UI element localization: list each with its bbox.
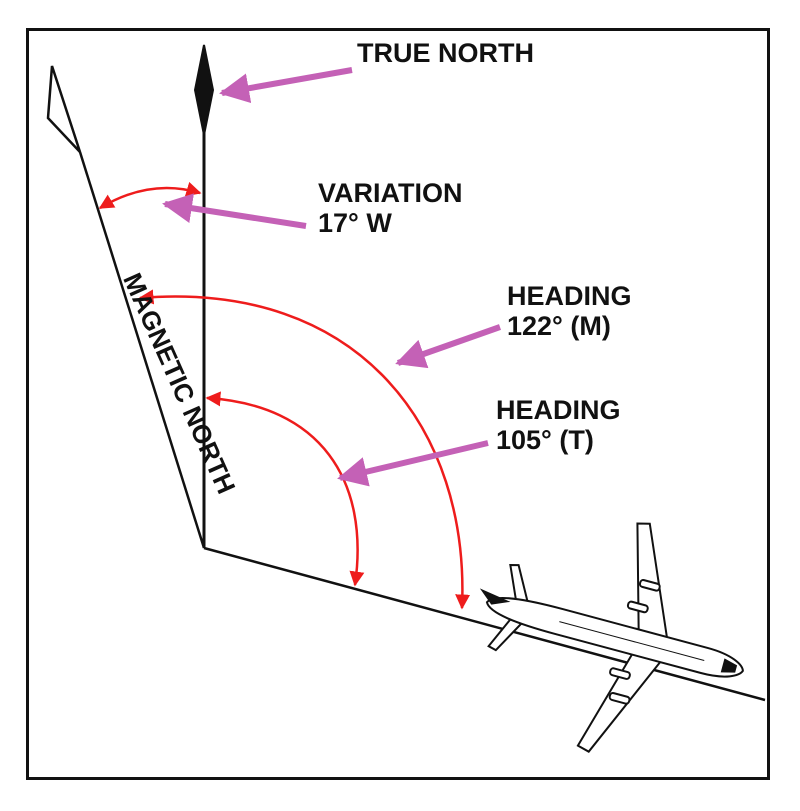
true-north-pointer-arrow: [219, 67, 353, 104]
variation-value: 17° W: [318, 208, 392, 238]
heading-magnetic-label: HEADING 122° (M): [507, 281, 632, 341]
heading-true-label: HEADING 105° (T): [496, 395, 621, 455]
variation-arc: [98, 181, 202, 210]
heading-magnetic-title: HEADING: [507, 281, 632, 311]
true-north-label: TRUE NORTH: [357, 38, 534, 68]
variation-label: VARIATION 17° W: [318, 178, 463, 238]
magnetic-north-line: [78, 151, 206, 549]
aircraft-icon: [479, 522, 744, 753]
heading-magnetic-pointer-arrow: [395, 324, 501, 369]
heading-magnetic-value: 122° (M): [507, 311, 611, 341]
variation-title: VARIATION: [318, 178, 463, 208]
heading-line: [203, 546, 766, 702]
heading-magnetic-arc: [138, 289, 471, 610]
magnetic-north-pennant-icon: [46, 65, 82, 153]
heading-true-value: 105° (T): [496, 425, 594, 455]
variation-pointer-arrow: [162, 193, 307, 229]
heading-true-arc: [205, 391, 365, 587]
true-north-needle-icon: [193, 44, 215, 136]
heading-true-title: HEADING: [496, 395, 621, 425]
heading-true-pointer-arrow: [337, 440, 489, 487]
